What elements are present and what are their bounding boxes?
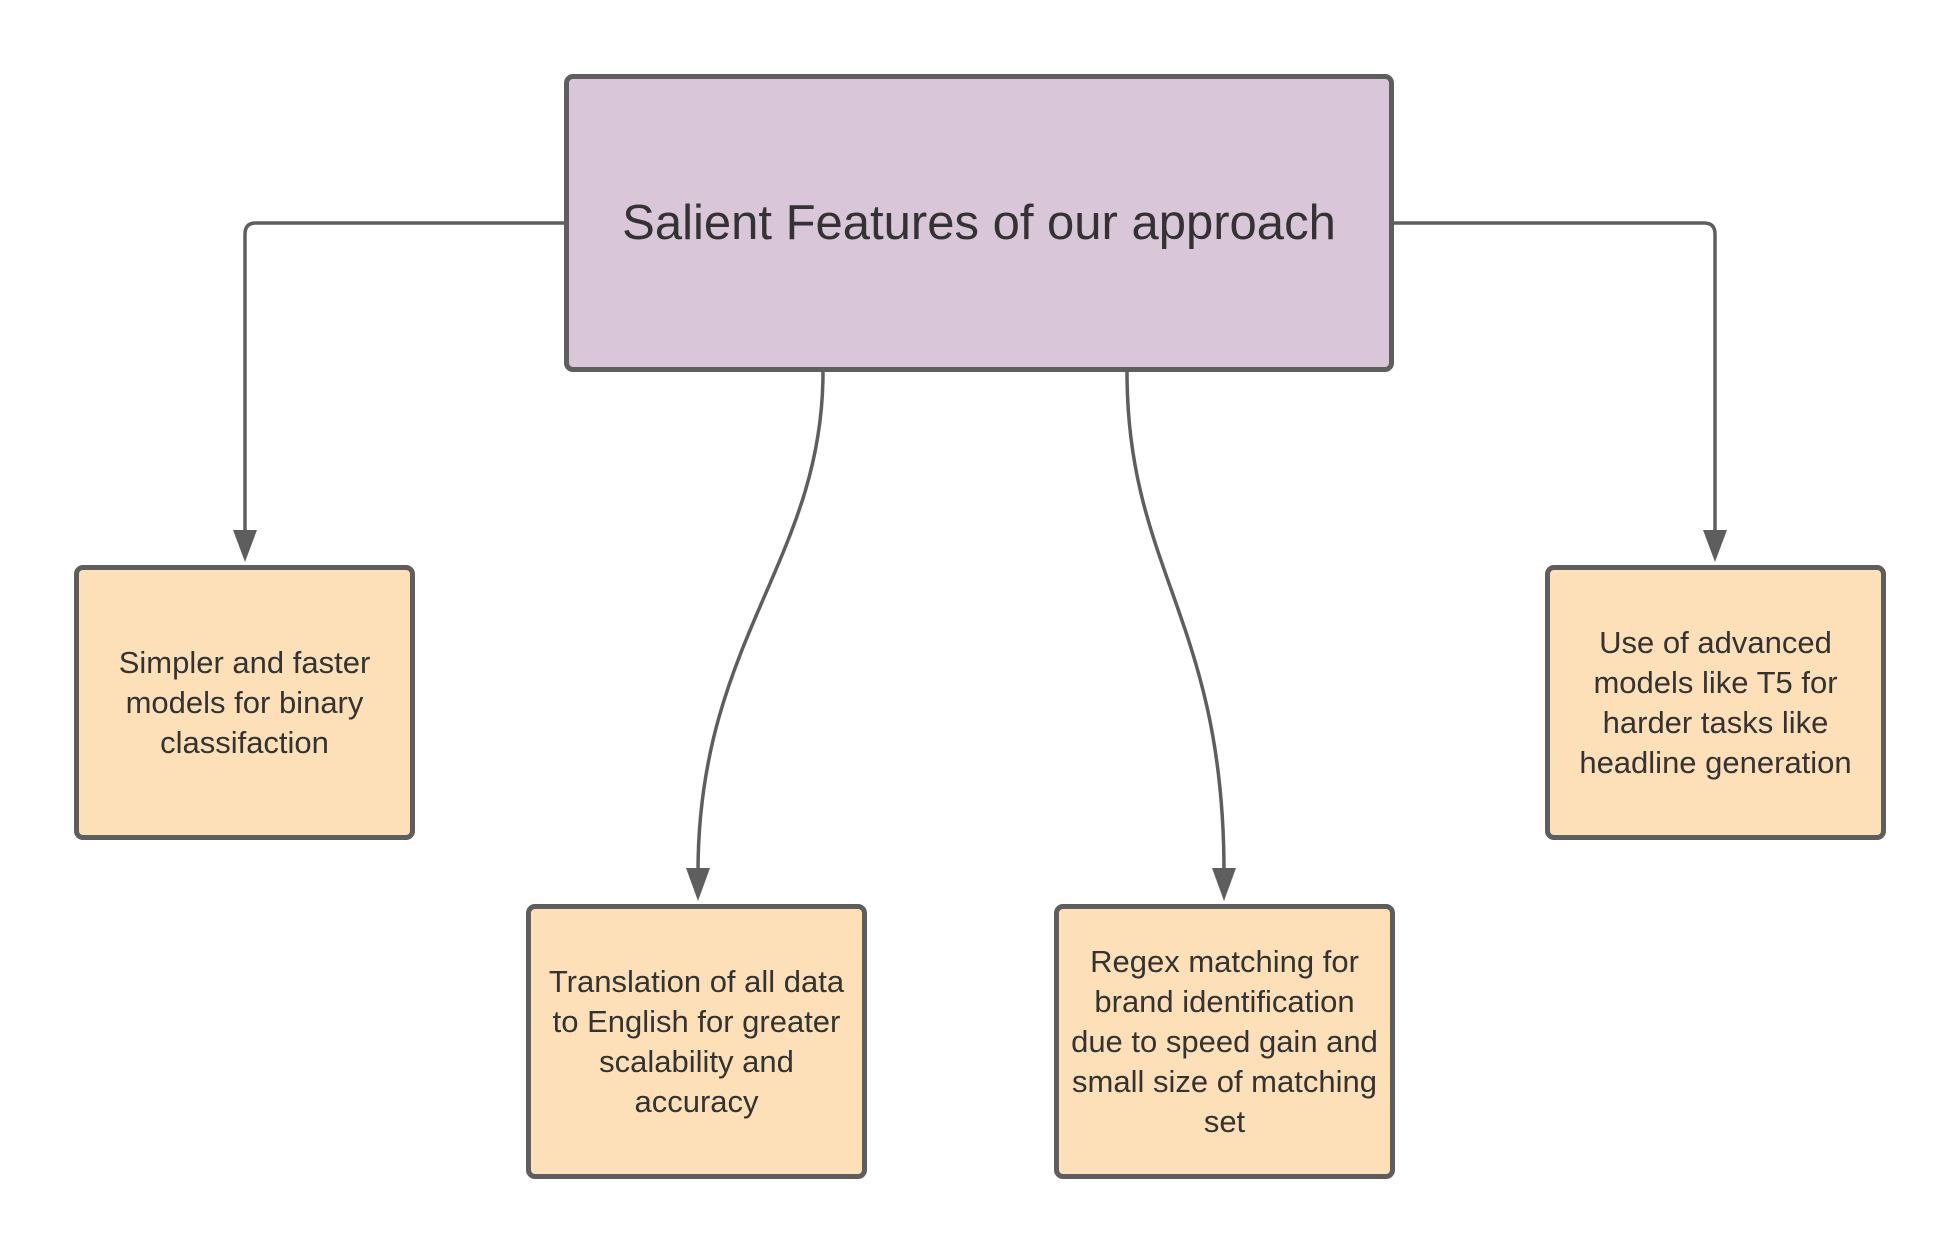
connector-arrow-3 bbox=[1125, 371, 1226, 873]
feature-node-label: Simpler and faster models for binary cla… bbox=[118, 644, 371, 760]
root-node-label: Salient Features of our approach bbox=[622, 195, 1336, 250]
arrowhead-1 bbox=[233, 530, 257, 562]
root-node: Salient Features of our approach bbox=[564, 74, 1394, 372]
feature-node-regex-matching: Regex matching for brand identification … bbox=[1054, 904, 1395, 1179]
feature-node-translation: Translation of all data to English for g… bbox=[526, 904, 867, 1179]
feature-node-simpler-models: Simpler and faster models for binary cla… bbox=[74, 565, 415, 840]
connector-arrow-4 bbox=[1394, 221, 1717, 534]
connector-arrow-2 bbox=[696, 371, 825, 873]
feature-node-advanced-models: Use of advanced models like T5 for harde… bbox=[1545, 565, 1886, 840]
connector-arrow-1 bbox=[243, 221, 564, 534]
feature-node-label: Regex matching for brand identification … bbox=[1071, 943, 1378, 1139]
arrowhead-3 bbox=[1212, 868, 1236, 901]
arrowhead-2 bbox=[686, 868, 710, 901]
arrowhead-4 bbox=[1703, 530, 1727, 562]
feature-node-label: Translation of all data to English for g… bbox=[548, 963, 845, 1119]
feature-node-label: Use of advanced models like T5 for harde… bbox=[1579, 624, 1852, 780]
